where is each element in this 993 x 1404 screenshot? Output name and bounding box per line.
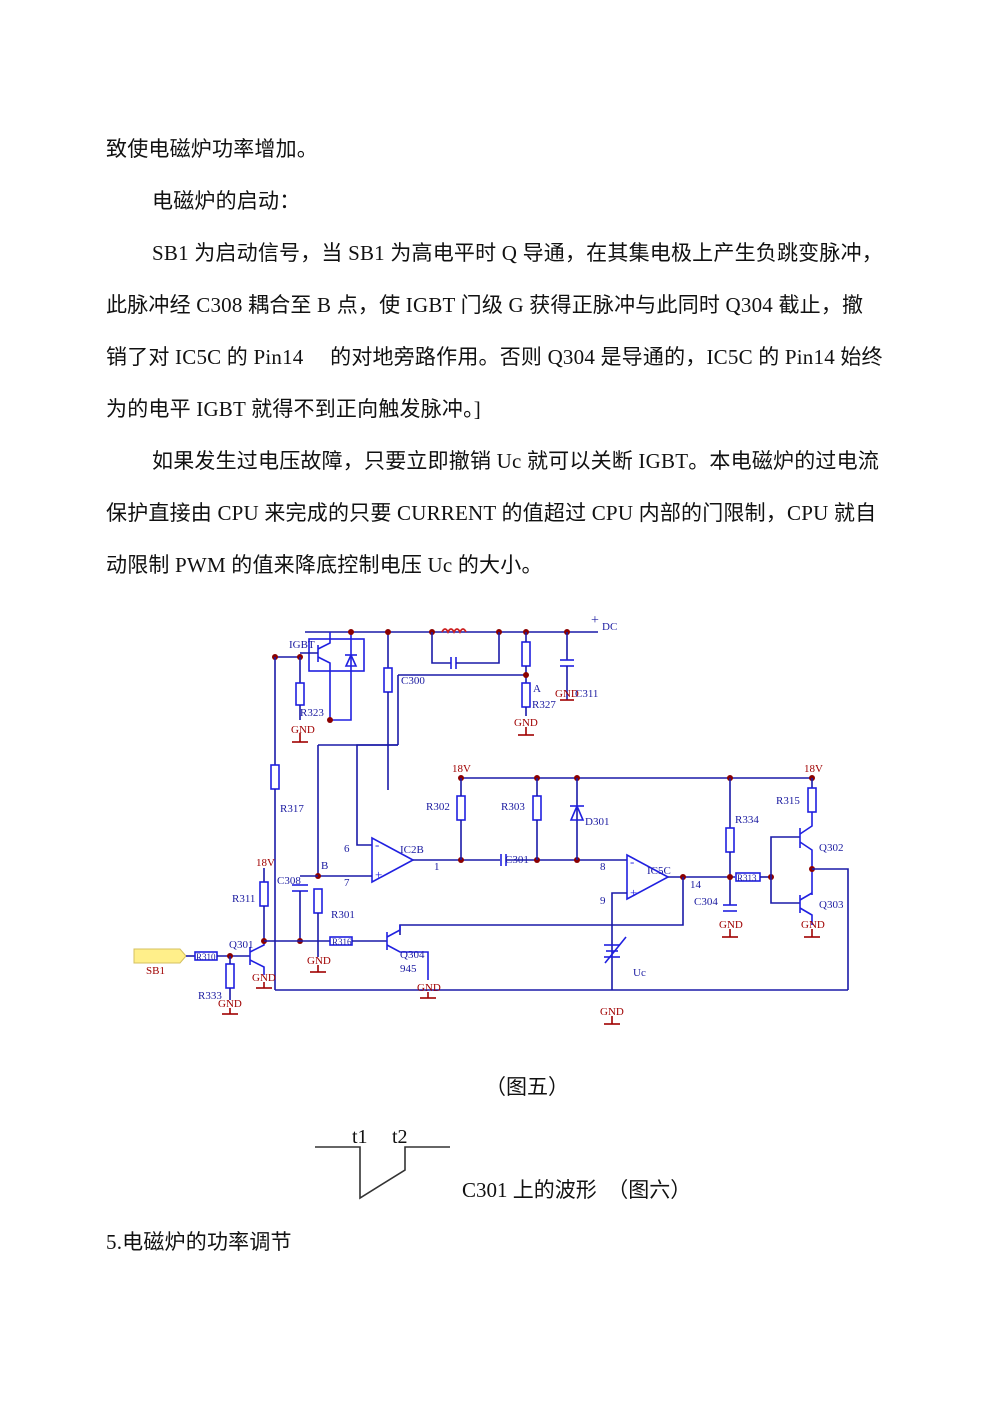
paragraph-line: 动限制 PWM 的值来降底控制电压 Uc 的大小。 <box>106 553 543 577</box>
gnd-label: GND <box>514 717 538 729</box>
paragraph-line: 销了对 IC5C 的 Pin14 的对地旁路作用。否则 Q304 是导通的，IC… <box>106 345 883 369</box>
r317-label: R317 <box>280 803 304 815</box>
paragraph-line: 保护直接由 CPU 来完成的只要 CURRENT 的值超过 CPU 内部的门限制… <box>106 501 877 525</box>
c308-label: C308 <box>277 875 301 887</box>
pin6-label: 6 <box>344 843 350 855</box>
r333-label: R333 <box>198 990 222 1002</box>
section-subheading: 电磁炉的启动： <box>152 189 301 213</box>
t2-label: t2 <box>392 1126 408 1148</box>
pin9-label: 9 <box>600 895 606 907</box>
b-node-label: B <box>321 860 328 872</box>
minus-sign: - <box>375 837 379 852</box>
r323-label: R323 <box>300 707 324 719</box>
a-node-label: A <box>533 683 541 695</box>
plus-sign: + <box>375 867 382 882</box>
pin14-label: 14 <box>690 879 702 891</box>
c300-label: C300 <box>401 675 425 687</box>
paragraph-line: 此脉冲经 C308 耦合至 B 点，使 IGBT 门级 G 获得正脉冲与此同时 … <box>106 293 864 317</box>
dc-label: DC <box>602 621 617 633</box>
q303-label: Q303 <box>819 899 844 911</box>
q301-label: Q301 <box>229 939 253 951</box>
gnd-label: GND <box>291 724 315 736</box>
gnd-label: GND <box>218 998 242 1010</box>
ic5c-label: IC5C <box>647 865 671 877</box>
r311-label: R311 <box>232 893 255 905</box>
pin1-label: 1 <box>434 861 440 873</box>
r316-label: R316 <box>332 937 352 947</box>
c311-label: C311 <box>575 688 598 700</box>
gnd-label: GND <box>801 919 825 931</box>
gnd-label: GND <box>307 955 331 967</box>
r334-label: R334 <box>735 814 759 826</box>
paragraph-line: 致使电磁炉功率增加。 <box>106 137 318 161</box>
paragraph-line: 为的电平 IGBT 就得不到正向触发脉冲。] <box>106 397 482 421</box>
r315-label: R315 <box>776 795 800 807</box>
plus-sign: + <box>630 885 637 900</box>
v18-label: 18V <box>804 763 823 775</box>
gnd-label: GND <box>600 1006 624 1018</box>
r310-label: R310 <box>196 952 216 962</box>
q304-label: Q304 <box>400 949 425 961</box>
paragraph-line: SB1 为启动信号，当 SB1 为高电平时 Q 导通，在其集电极上产生负跳变脉冲… <box>152 241 883 265</box>
v18-label: 18V <box>452 763 471 775</box>
pin8-label: 8 <box>600 861 606 873</box>
circuit-diagram: + DC IGBT R323 GND C300 A R327 GND GND <box>133 613 849 1025</box>
q945-label: 945 <box>400 963 417 975</box>
ic2b-label: IC2B <box>400 844 424 856</box>
minus-sign: - <box>630 854 634 869</box>
r327-label: R327 <box>532 699 556 711</box>
d301-label: D301 <box>585 816 609 828</box>
gnd-label: GND <box>417 982 441 994</box>
igbt-label: IGBT <box>289 639 315 651</box>
t1-label: t1 <box>352 1126 368 1148</box>
pin7-label: 7 <box>344 877 350 889</box>
r301-label: R301 <box>331 909 355 921</box>
gnd-label: GND <box>719 919 743 931</box>
c304-label: C304 <box>694 896 718 908</box>
r302-label: R302 <box>426 801 450 813</box>
q302-label: Q302 <box>819 842 843 854</box>
r303-label: R303 <box>501 801 525 813</box>
r313-label: R313 <box>737 873 757 883</box>
uc-label: Uc <box>633 967 646 979</box>
waveform-line <box>315 1146 450 1200</box>
gnd-label: GND <box>555 688 579 700</box>
paragraph-line: 如果发生过电压故障，只要立即撤销 Uc 就可以关断 IGBT。本电磁炉的过电流 <box>152 449 880 473</box>
v18-label: 18V <box>256 857 275 869</box>
section-heading: 5.电磁炉的功率调节 <box>106 1230 292 1254</box>
gnd-label: GND <box>252 972 276 984</box>
dc-plus-label: + <box>591 613 599 628</box>
waveform-figure: t1 t2 <box>315 1126 450 1200</box>
figure5-caption: （图五） <box>485 1075 569 1099</box>
figure6-caption: C301 上的波形 （图六） <box>462 1178 692 1202</box>
sb1-label: SB1 <box>146 965 165 977</box>
